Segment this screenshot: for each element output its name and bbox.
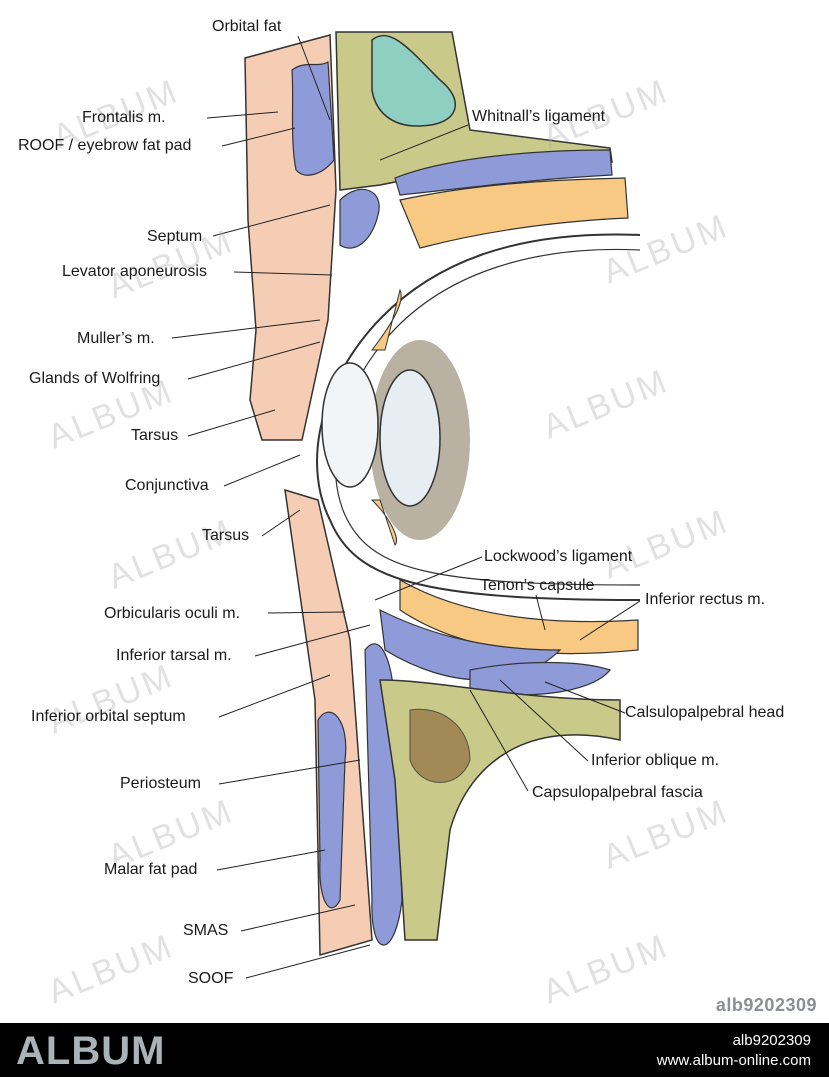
label-frontalis: Frontalis m. (82, 109, 166, 126)
label-inferior-orbital-septum: Inferior orbital septum (31, 708, 186, 725)
label-inferior-oblique: Inferior oblique m. (591, 752, 720, 769)
label-capsulopalpebral-fascia: Capsulopalpebral fascia (532, 784, 703, 801)
label-inferior-tarsal: Inferior tarsal m. (116, 647, 232, 664)
iris-lower (370, 499, 397, 546)
footer-image-id: alb9202309 (732, 1032, 811, 1049)
inferior-oblique (379, 608, 562, 681)
label-inferior-rectus: Inferior rectus m. (645, 591, 766, 608)
label-roof: ROOF / eyebrow fat pad (18, 137, 192, 154)
label-periosteum: Periosteum (120, 775, 201, 792)
label-orbital-fat: Orbital fat (212, 18, 282, 35)
label-tarsus-upper: Tarsus (131, 427, 179, 444)
label-levator-aponeurosis: Levator aponeurosis (62, 263, 207, 280)
lower-lid-fat (317, 711, 347, 909)
inferior-rectus (399, 578, 639, 655)
leader-lines (171, 35, 641, 979)
label-smas: SMAS (183, 922, 229, 939)
lens (379, 369, 441, 507)
label-malar-fat-pad: Malar fat pad (104, 861, 198, 878)
label-glands-of-wolfring: Glands of Wolfring (29, 370, 161, 387)
cornea (321, 362, 379, 488)
label-tenons-capsule: Tenon’s capsule (480, 577, 595, 594)
eyelid-anatomy-diagram (171, 31, 641, 979)
label-soof: SOOF (188, 970, 234, 987)
lacrimal-gland (371, 34, 457, 127)
album-logo[interactable]: ALBUM (16, 1029, 166, 1073)
preaponeurotic-fat (339, 188, 380, 249)
label-mullers-muscle: Muller’s m. (77, 330, 155, 347)
label-orbicularis-oculi: Orbicularis oculi m. (104, 605, 241, 622)
levator-muscle (399, 177, 629, 249)
footer-bar: ALBUM alb9202309 www.album-online.com (0, 1023, 829, 1077)
footer-url-link[interactable]: www.album-online.com (656, 1052, 811, 1069)
globe-sclera (316, 233, 641, 601)
label-conjunctiva: Conjunctiva (125, 477, 209, 494)
upper-orbital-fat (394, 149, 613, 196)
label-whitnalls-ligament: Whitnall’s ligament (472, 108, 606, 125)
roof-fat-pad (291, 60, 335, 176)
label-lockwoods-ligament: Lockwood’s ligament (484, 548, 633, 565)
iris-upper (370, 288, 402, 351)
label-septum: Septum (147, 228, 203, 245)
label-tarsus-lower: Tarsus (202, 527, 250, 544)
label-calsulopalpebral-head: Calsulopalpebral head (625, 704, 785, 721)
bone-marrow (409, 708, 471, 783)
image-id: alb9202309 (715, 995, 817, 1015)
